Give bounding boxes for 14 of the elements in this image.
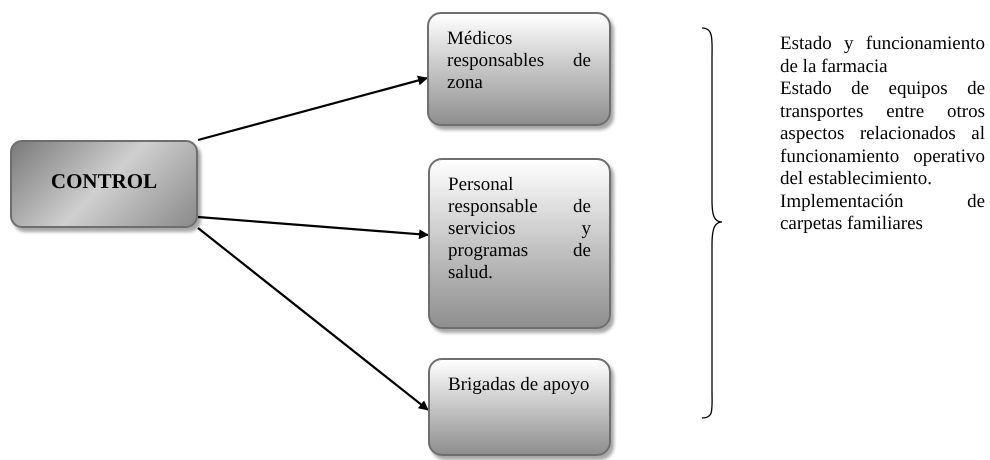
node-title: CONTROL — [50, 168, 158, 195]
process-box — [428, 358, 611, 456]
arrow — [198, 76, 428, 142]
node-text: Médicos responsables de zona — [447, 28, 591, 94]
arrow — [198, 216, 429, 240]
arrow — [197, 227, 429, 411]
note-text: Estado y funcionamiento de la farmacia — [780, 33, 985, 78]
node-text: Brigadas de apoyo — [448, 374, 590, 396]
process-box — [428, 158, 611, 329]
note-text: Implementación de carpetas familiares — [780, 190, 985, 236]
process-box — [427, 12, 611, 126]
note-text: Estado de equipos de transportes entre otros aspectos relacionados al funcionamiento operativo del establecimiento. — [780, 78, 985, 190]
root-box — [10, 140, 198, 228]
node-text: Personal responsable de servicios y programas de salud. — [448, 174, 591, 284]
